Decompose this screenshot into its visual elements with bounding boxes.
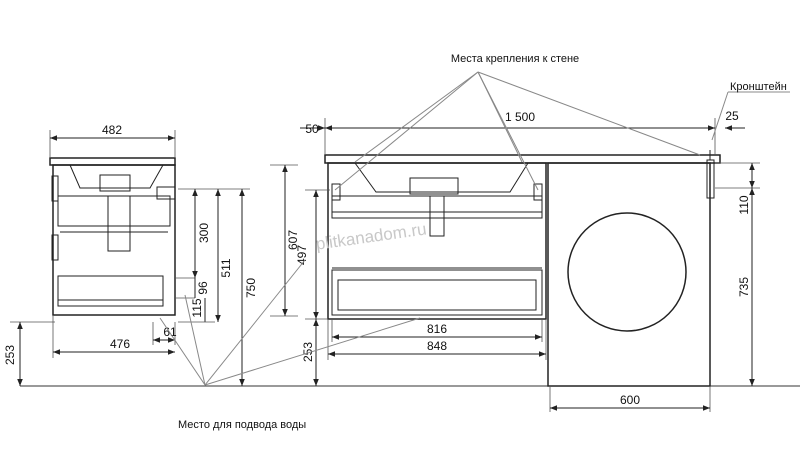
dim-side-width: 482: [49, 123, 176, 158]
bracket-part: [706, 150, 715, 199]
bracket-label: Кронштейн: [730, 81, 787, 93]
dim-735-text: 735: [737, 277, 751, 297]
leader-water-supply: [159, 259, 421, 386]
watermark: plitkanadom.ru: [315, 219, 428, 253]
washing-machine: [547, 162, 711, 387]
dim-300-text: 300: [197, 223, 211, 243]
side-view-cabinet: [49, 157, 195, 316]
dim-side-607: 607: [270, 164, 300, 317]
dim-front-497: 497: [295, 189, 330, 319]
dim-side-511: 511: [215, 189, 233, 322]
dim-253-front-text: 253: [301, 342, 315, 362]
dim-607-text: 607: [286, 230, 300, 250]
dim-476-text: 476: [110, 337, 130, 351]
dim-wm-735: 735: [737, 188, 755, 386]
dim-497-text: 497: [295, 245, 309, 265]
dim-848-text: 848: [427, 339, 447, 353]
dim-front-816: 816: [331, 319, 543, 342]
dim-110-text: 110: [737, 195, 751, 214]
dim-floor-253-left: 253: [3, 321, 55, 386]
dim-top-25: 25: [725, 109, 745, 131]
dim-side-750: 750: [225, 188, 258, 386]
dim-top-1500: 1 500: [325, 110, 716, 155]
leader-bracket: [711, 91, 790, 141]
dim-96-text: 96: [196, 281, 210, 295]
dim-wm-600: 600: [549, 386, 711, 412]
dim-50-text: 50: [305, 122, 319, 136]
leader-wall-mounts: [334, 71, 701, 191]
dim-side-300: 300: [178, 188, 225, 278]
wall-mounts-label: Места крепления к стене: [451, 53, 579, 65]
dim-wm-110: 110: [715, 162, 760, 215]
dim-482-text: 482: [102, 123, 122, 137]
dim-816-text: 816: [427, 322, 447, 336]
dim-25-text: 25: [725, 109, 739, 123]
dim-115-text: 115: [190, 298, 204, 317]
dim-front-848: 848: [327, 319, 547, 360]
dim-61-text: 61: [163, 325, 177, 339]
dim-front-253: 253: [301, 318, 328, 386]
dim-side-476: 476: [52, 316, 175, 358]
dim-1500-text: 1 500: [505, 110, 535, 124]
dim-511-text: 511: [219, 258, 233, 277]
dim-253-left-text: 253: [3, 345, 17, 365]
dim-side-96-115: 96 115: [178, 278, 215, 323]
dim-750-text: 750: [244, 278, 258, 298]
front-view-vanity: [324, 154, 721, 320]
dim-600-text: 600: [620, 393, 640, 407]
dim-top-50: 50: [300, 118, 326, 155]
water-supply-label: Место для подвода воды: [178, 419, 306, 431]
